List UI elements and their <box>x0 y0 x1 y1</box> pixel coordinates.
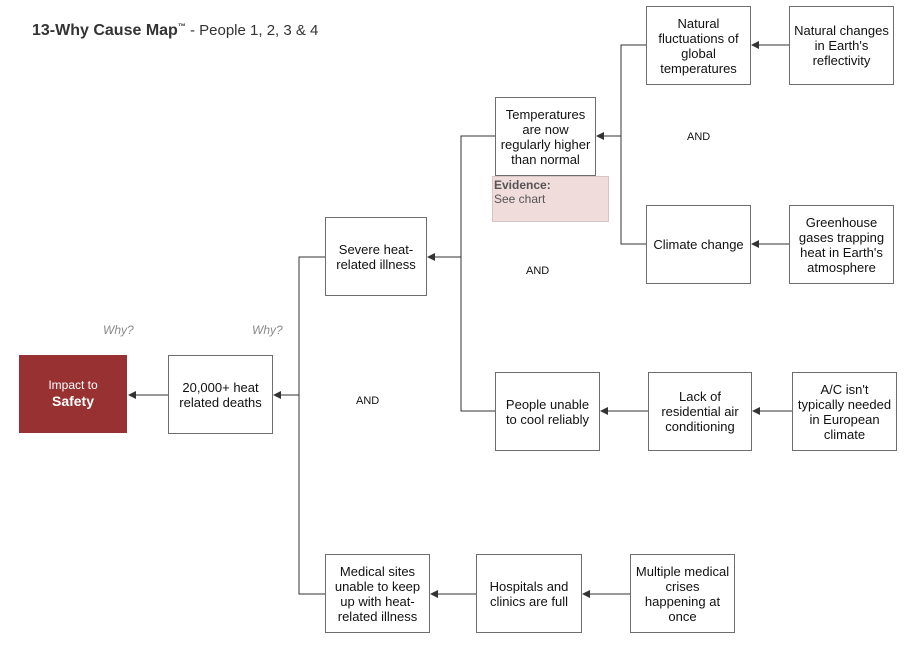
impact-to-safety-box[interactable]: Impact to Safety <box>19 355 127 433</box>
cause-severe-heat-illness[interactable]: Severe heat-related illness <box>325 217 427 296</box>
and-label-severe: AND <box>526 265 550 277</box>
cause-earth-reflectivity-changes[interactable]: Natural changes in Earth's reflectivity <box>789 6 894 85</box>
evidence-label: Evidence: <box>494 178 551 192</box>
bracket-to-severe-illness <box>460 135 495 412</box>
title-main: 13-Why Cause Map <box>32 22 178 39</box>
impact-label: Impact to <box>48 378 98 392</box>
cause-unable-to-cool[interactable]: People unable to cool reliably <box>495 372 600 451</box>
why-label-1: Why? <box>103 323 134 337</box>
title-subtitle: - People 1, 2, 3 & 4 <box>185 22 319 39</box>
diagram-title: 13-Why Cause Map™ - People 1, 2, 3 & 4 <box>32 22 318 40</box>
bracket-to-deaths <box>298 256 325 595</box>
cause-heat-related-deaths[interactable]: 20,000+ heat related deaths <box>168 355 273 434</box>
and-label-deaths: AND <box>356 395 380 407</box>
cause-ac-not-needed-europe[interactable]: A/C isn't typically needed in European c… <box>792 372 897 451</box>
cause-hospitals-full[interactable]: Hospitals and clinics are full <box>476 554 582 633</box>
cause-greenhouse-gases[interactable]: Greenhouse gases trapping heat in Earth'… <box>789 205 894 284</box>
cause-lack-of-air-conditioning[interactable]: Lack of residential air conditioning <box>648 372 752 451</box>
trademark-mark: ™ <box>177 22 186 31</box>
impact-category: Safety <box>51 393 95 409</box>
bracket-to-temperatures <box>620 44 646 245</box>
cause-multiple-medical-crises[interactable]: Multiple medical crises happening at onc… <box>630 554 735 633</box>
evidence-note[interactable]: Evidence: See chart <box>492 176 609 222</box>
cause-natural-temperature-fluctuations[interactable]: Natural fluctuations of global temperatu… <box>646 6 751 85</box>
cause-medical-sites-overwhelmed[interactable]: Medical sites unable to keep up with hea… <box>325 554 430 633</box>
cause-temperatures-higher[interactable]: Temperatures are now regularly higher th… <box>495 97 596 176</box>
cause-climate-change[interactable]: Climate change <box>646 205 751 284</box>
and-label-temperatures: AND <box>687 131 711 143</box>
evidence-text: See chart <box>494 192 546 206</box>
why-label-2: Why? <box>252 323 283 337</box>
